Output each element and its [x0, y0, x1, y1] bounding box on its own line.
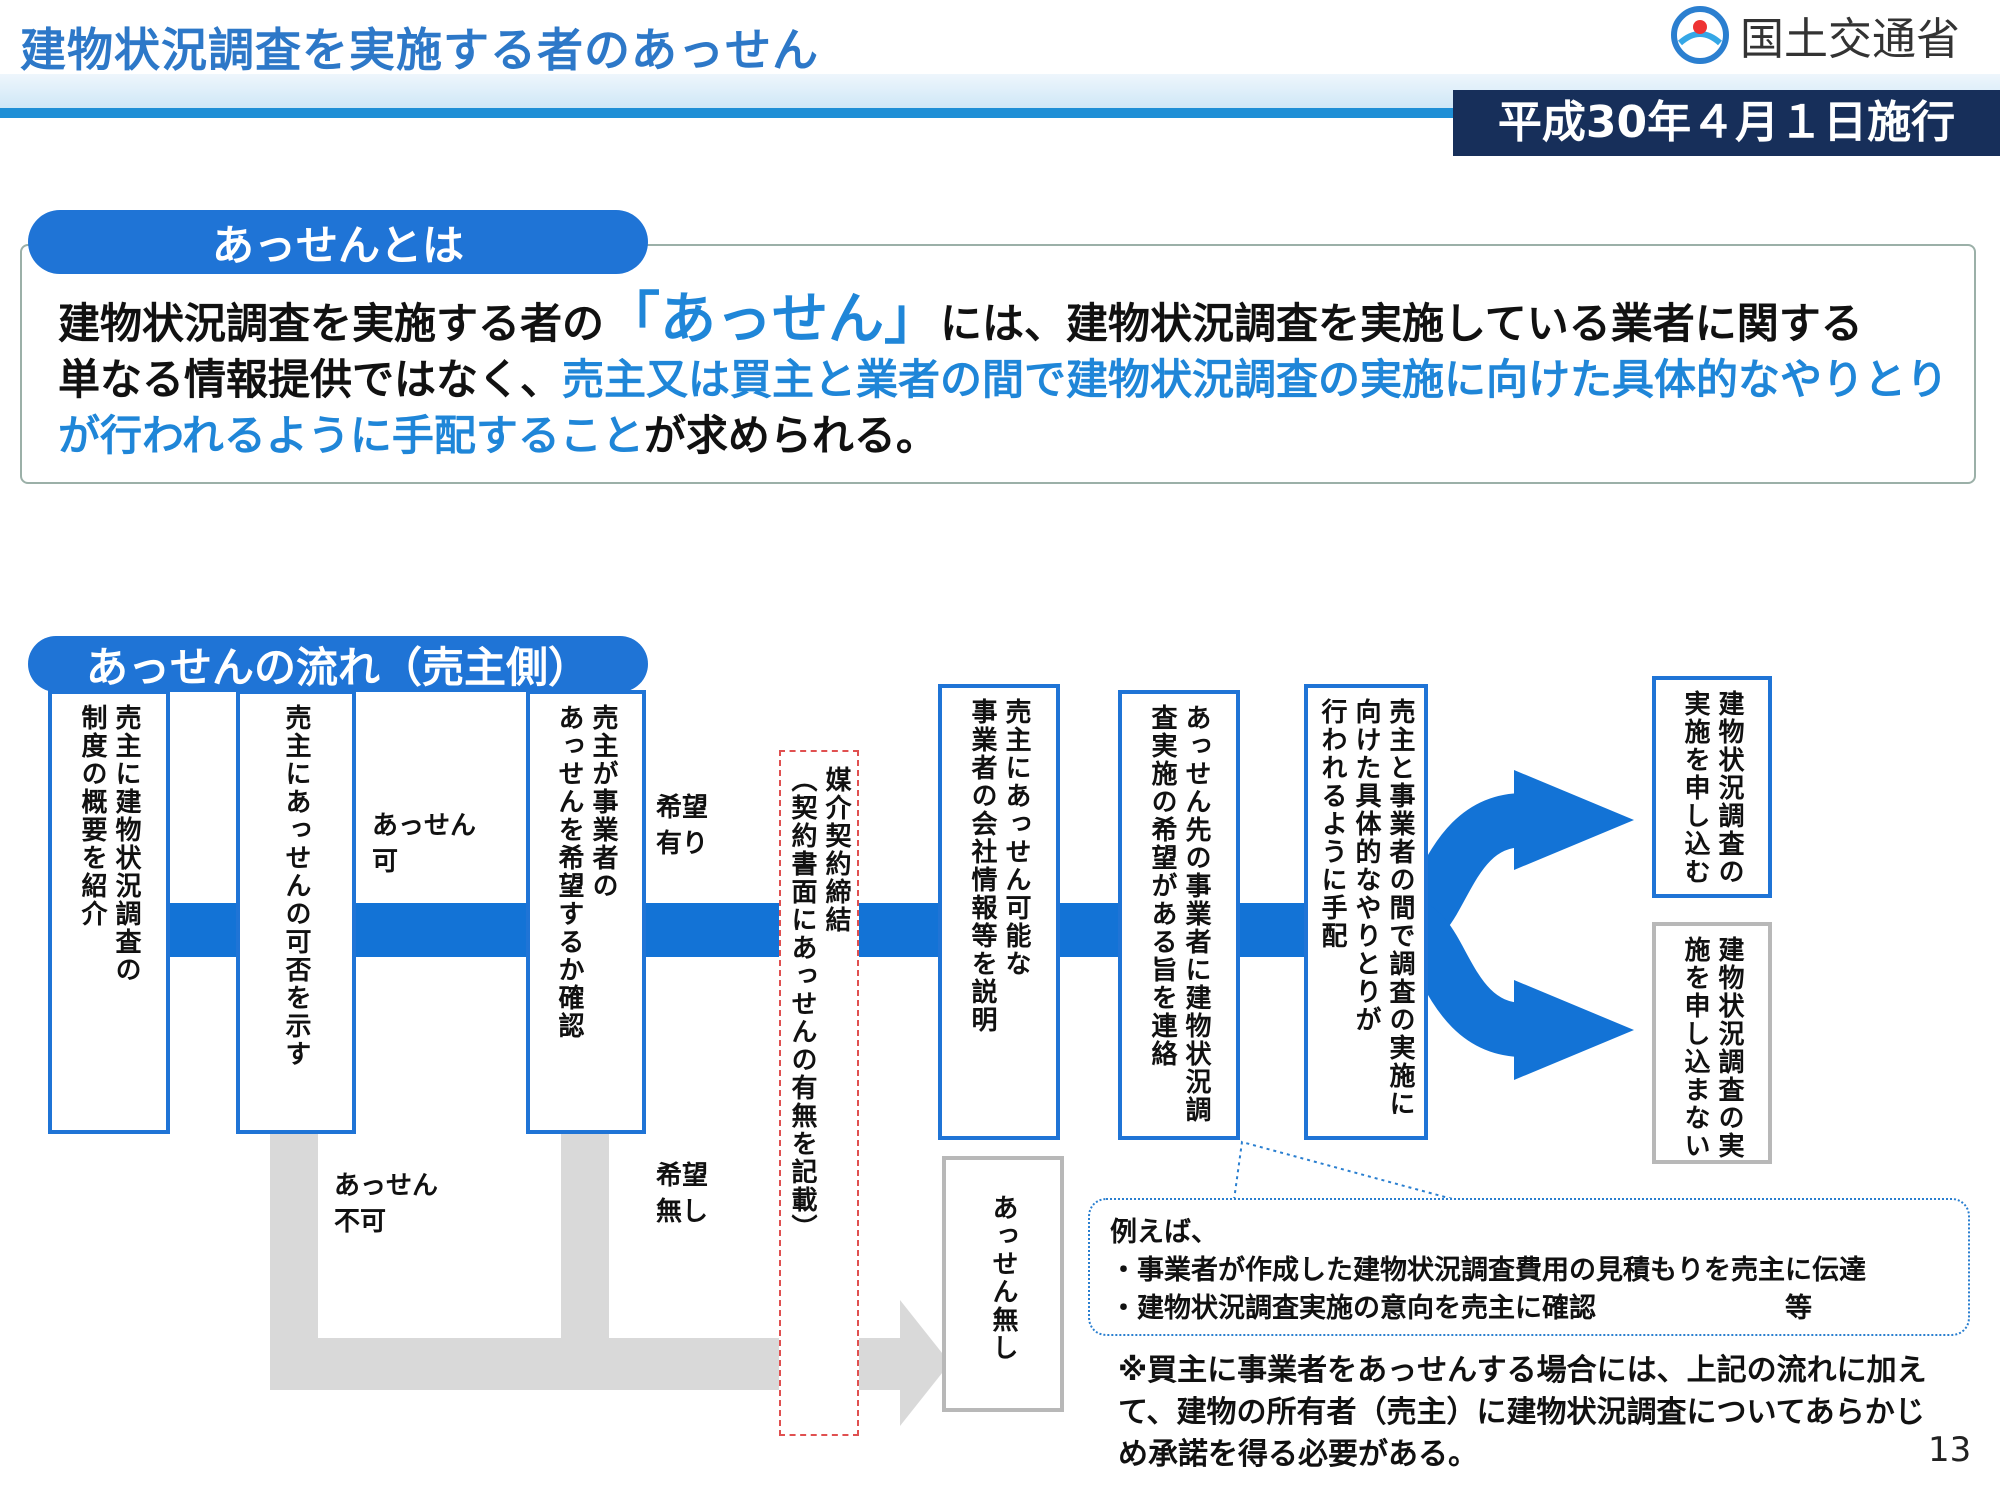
flow-step-text: 制度の概要を紹介 — [77, 704, 107, 928]
label-line: 可 — [372, 847, 399, 877]
label-brokerage-ok: あっせん 可 — [372, 808, 476, 880]
definition-heading: あっせんとは — [28, 210, 648, 274]
flow-step-brokerage-contract: 媒介契約締結 （契約書面にあっせんの有無を記載） — [779, 750, 859, 1436]
flow-step-text: 実施を申し込む — [1680, 690, 1710, 886]
flow-connector-1 — [170, 903, 240, 957]
flow-step-text: （契約書面にあっせんの有無を記載） — [787, 766, 817, 1242]
flow-step-text: 売主にあっせんの可否を示す — [281, 704, 311, 1068]
definition-box — [20, 244, 1976, 484]
label-wish-yes: 希望 有り — [656, 790, 708, 862]
flow-step-text: 建物状況調査の — [1714, 690, 1744, 886]
flow-step-text: 建物状況調査の実 — [1714, 936, 1744, 1160]
definition-text-3: には、建物状況調査を実施している業者に関する — [940, 299, 1863, 348]
label-wish-no: 希望 無し — [656, 1158, 708, 1230]
flow-connector-5 — [1058, 903, 1122, 957]
mlit-logo: 国土交通省 — [1670, 4, 1960, 66]
label-brokerage-ng: あっせん 不可 — [334, 1168, 438, 1240]
definition-text-4: 単なる情報提供ではなく、 — [58, 355, 563, 404]
flow-connector-6 — [1238, 903, 1308, 957]
page-title: 建物状況調査を実施する者のあっせん — [20, 23, 819, 77]
branch-arrows — [1404, 770, 1634, 1080]
flow-step-text: 売主と事業者の間で調査の実施に — [1385, 698, 1415, 1118]
callout-pointer — [1233, 1140, 1457, 1201]
callout-line: 例えば、 — [1110, 1217, 1218, 1248]
flow-heading: あっせんの流れ（売主側） — [28, 636, 648, 692]
flow-step-text: 行われるように手配 — [1317, 698, 1347, 950]
example-callout-text: 例えば、 ・事業者が作成した建物状況調査費用の見積もりを売主に伝達 ・建物状況調… — [1110, 1214, 1866, 1328]
flow-step-text: あっせん先の事業者に建物状況調 — [1181, 704, 1211, 1124]
label-line: 不可 — [334, 1207, 387, 1237]
flow-step-text: あっせんを希望するか確認 — [554, 704, 584, 1040]
flow-step-confirm-wish: 売主が事業者の あっせんを希望するか確認 — [526, 690, 646, 1134]
enforcement-date: 平成30年４月１日施行 — [1453, 90, 2000, 156]
definition-keyword: 「あっせん」 — [604, 287, 941, 352]
label-line: 希望 — [656, 1161, 709, 1191]
flow-step-text: 売主にあっせん可能な — [1001, 698, 1031, 978]
definition-emphasis: 売主又は買主と業者の間で建物状況調査の実施に向けた具体的なやりとりが行われるよう… — [58, 355, 1949, 460]
gray-arrow-icon — [900, 1300, 950, 1426]
flow-step-text: あっせん無し — [988, 1194, 1018, 1362]
label-line: あっせん — [334, 1171, 439, 1201]
label-line: あっせん — [372, 811, 477, 841]
example-callout — [1088, 1198, 1970, 1336]
flow-result-no-brokerage: あっせん無し — [942, 1156, 1064, 1412]
note-line: ※買主に事業者をあっせんする場合には、上記の流れに加え — [1118, 1353, 1927, 1388]
buyer-note: ※買主に事業者をあっせんする場合には、上記の流れに加え て、建物の所有者（売主）… — [1118, 1350, 1927, 1476]
header-bar-line — [0, 108, 2000, 118]
flow-step-text: 事業者の会社情報等を説明 — [967, 698, 997, 1034]
flow-step-text: 向けた具体的なやりとりが — [1351, 698, 1381, 1034]
flow-step-contact-contractor: あっせん先の事業者に建物状況調 査実施の希望がある旨を連絡 — [1118, 690, 1240, 1140]
definition-text-1: 建物状況調査を実施する者の — [58, 299, 605, 348]
note-line: め承諾を得る必要がある。 — [1118, 1437, 1478, 1472]
logo-text: 国土交通省 — [1740, 14, 1960, 65]
page-number: 13 — [1928, 1430, 1972, 1470]
flow-step-show-availability: 売主にあっせんの可否を示す — [236, 690, 356, 1134]
label-line: 無し — [656, 1197, 709, 1227]
flow-result-apply: 建物状況調査の 実施を申し込む — [1652, 676, 1772, 898]
callout-line: ・事業者が作成した建物状況調査費用の見積もりを売主に伝達 — [1110, 1255, 1866, 1286]
flow-step-explain-company-info: 売主にあっせん可能な 事業者の会社情報等を説明 — [938, 684, 1060, 1140]
flow-step-introduce-system: 売主に建物状況調査の 制度の概要を紹介 — [48, 690, 170, 1134]
flow-step-text: 売主が事業者の — [588, 704, 618, 900]
flow-step-text: 施を申し込まない — [1680, 936, 1710, 1160]
note-line: て、建物の所有者（売主）に建物状況調査についてあらかじ — [1118, 1395, 1925, 1430]
flow-result-not-apply: 建物状況調査の実 施を申し込まない — [1652, 922, 1772, 1164]
label-line: 有り — [656, 829, 709, 859]
flow-step-text: 査実施の希望がある旨を連絡 — [1147, 704, 1177, 1068]
flow-connector-2 — [356, 903, 530, 957]
definition-text-6: が求められる。 — [643, 411, 938, 460]
flow-step-arrange-communication: 売主と事業者の間で調査の実施に 向けた具体的なやりとりが 行われるように手配 — [1304, 684, 1428, 1140]
flow-connector-3 — [645, 903, 781, 957]
flow-connector-4 — [858, 903, 942, 957]
mlit-emblem-icon — [1671, 6, 1729, 64]
callout-line: ・建物状況調査実施の意向を売主に確認 等 — [1110, 1293, 1812, 1324]
definition-text: 建物状況調査を実施する者の「あっせん」には、建物状況調査を実施している業者に関す… — [58, 292, 1958, 464]
flow-step-text: 売主に建物状況調査の — [111, 704, 141, 984]
flow-step-text: 媒介契約締結 — [821, 766, 851, 934]
label-line: 希望 — [656, 793, 709, 823]
